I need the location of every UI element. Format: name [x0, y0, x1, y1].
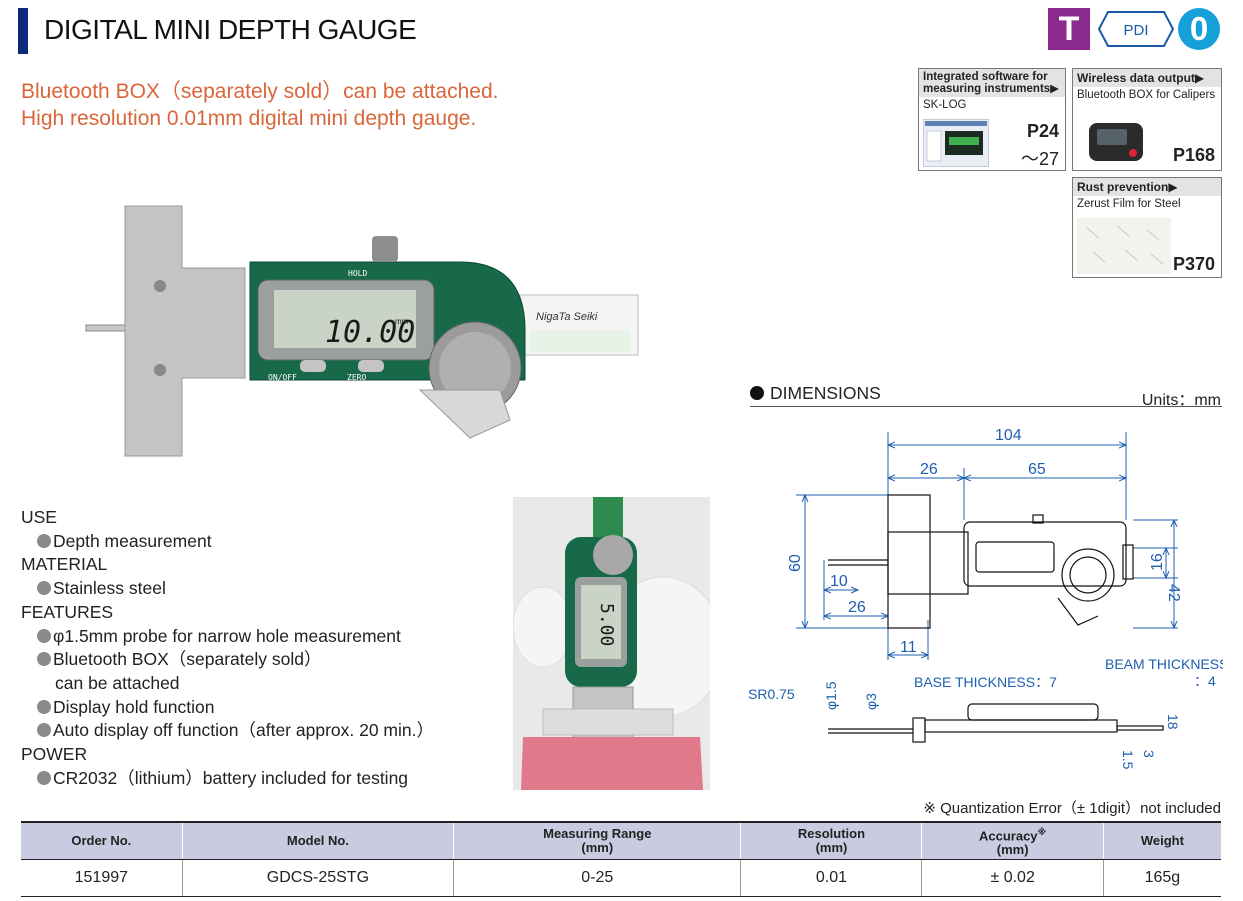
col-resolution: Resolution(mm) — [740, 821, 922, 860]
dim-26: 26 — [848, 599, 866, 616]
dim-26-top: 26 — [920, 461, 938, 478]
brand-text: NigaTa Seiki — [536, 311, 598, 323]
material-heading: MATERIAL — [21, 554, 108, 575]
dim-phi15: φ1.5 — [823, 681, 839, 710]
wireless-card-sub: Bluetooth BOX for Calipers — [1077, 89, 1216, 101]
dim-16: 16 — [1149, 553, 1166, 571]
use-item: Depth measurement — [21, 530, 434, 554]
feature-item: Bluetooth BOX（separately sold） — [21, 648, 434, 672]
cell-model-no: GDCS-25STG — [181, 859, 454, 897]
power-item: CR2032（lithium）battery included for test… — [21, 767, 434, 791]
software-card-heading: Integrated software for measuring instru… — [919, 69, 1065, 97]
cell-resolution: 0.01 — [740, 859, 922, 897]
spec-table: Order No. Model No. Measuring Range(mm) … — [21, 821, 1221, 897]
col-model-no: Model No. — [181, 821, 454, 860]
zero-icon: 0 — [1178, 8, 1220, 50]
dim-phi3: φ3 — [863, 693, 879, 710]
dim-104: 104 — [995, 427, 1022, 444]
lead-line-2: High resolution 0.01mm digital mini dept… — [21, 107, 477, 130]
feature-item: Auto display off function（after approx. … — [21, 719, 434, 743]
wireless-card-heading: Wireless data output▶ — [1073, 69, 1221, 87]
table-header-row: Order No. Model No. Measuring Range(mm) … — [21, 821, 1221, 860]
dim-65: 65 — [1028, 461, 1046, 478]
bluetooth-box-image — [1089, 123, 1143, 161]
rust-card-sub: Zerust Film for Steel — [1077, 198, 1181, 210]
lcd-value: 10.00 — [325, 315, 415, 350]
spec-list: USE Depth measurement MATERIAL Stainless… — [21, 506, 434, 790]
dimension-drawing: 104 26 65 60 10 26 11 16 42 SR0.75 φ1.5 … — [748, 427, 1223, 770]
page-title: DIGITAL MINI DEPTH GAUGE — [44, 14, 417, 45]
software-card-sub: SK-LOG — [923, 99, 967, 111]
quantization-note: ※ Quantization Error（± 1digit）not includ… — [923, 800, 1221, 817]
title-accent-bar — [18, 8, 28, 54]
dim-beam-2: ：4 — [1194, 673, 1216, 689]
feature-item: Display hold function — [21, 696, 434, 720]
dim-18: 18 — [1165, 714, 1181, 730]
hold-label: HOLD — [348, 269, 367, 278]
features-heading: FEATURES — [21, 601, 114, 622]
dim-sr: SR0.75 — [748, 686, 795, 702]
software-screenshot — [923, 119, 989, 167]
table-row: 151997 GDCS-25STG 0-25 0.01 ± 0.02 165g — [21, 859, 1221, 897]
wireless-card[interactable]: Wireless data output▶ Bluetooth BOX for … — [1072, 68, 1222, 171]
dimensions-rule — [750, 382, 1222, 407]
feature-item: φ1.5mm probe for narrow hole measurement — [21, 625, 434, 649]
feature-item-continuation: can be attached — [55, 672, 180, 693]
pdi-icon: PDI — [1098, 11, 1174, 47]
product-photo: NigaTa Seiki HOLD 10.00 mm ON/OFF ZERO — [85, 205, 639, 457]
use-heading: USE — [21, 507, 57, 527]
col-measuring-range: Measuring Range(mm) — [453, 821, 741, 860]
cell-weight: 165g — [1102, 859, 1221, 897]
lead-line-1: Bluetooth BOX（separately sold）can be att… — [21, 80, 499, 103]
col-order-no: Order No. — [21, 821, 183, 860]
cell-range: 0-25 — [453, 859, 741, 897]
wireless-card-page: P168 — [1172, 145, 1215, 165]
dim-11: 11 — [900, 639, 917, 656]
software-card[interactable]: Integrated software for measuring instru… — [918, 68, 1066, 171]
usage-photo-lcd: 5.00 — [596, 603, 617, 646]
zero-label: ZERO — [347, 373, 366, 382]
software-card-page: P24 — [1026, 121, 1059, 141]
material-item: Stainless steel — [21, 577, 434, 601]
dim-beam-1: BEAM THICKNESS — [1105, 656, 1223, 672]
t-icon: T — [1048, 8, 1090, 50]
dimensions-units: Units：mm — [1141, 392, 1221, 409]
zerust-film-image — [1077, 218, 1171, 274]
dim-15: 1.5 — [1120, 750, 1136, 770]
dim-base: BASE THICKNESS：7 — [914, 674, 1057, 690]
dim-3: 3 — [1141, 750, 1157, 758]
lcd-unit: mm — [395, 317, 409, 326]
dim-10: 10 — [830, 573, 848, 590]
dimensions-title: DIMENSIONS — [750, 383, 881, 404]
software-card-page-range: ～27 — [1020, 149, 1059, 169]
onoff-label: ON/OFF — [268, 373, 297, 382]
dim-42: 42 — [1165, 584, 1182, 602]
cell-accuracy: ± 0.02 — [921, 859, 1104, 897]
dim-60: 60 — [787, 554, 804, 572]
rust-card-page: P370 — [1172, 254, 1215, 274]
col-weight: Weight — [1102, 821, 1221, 860]
usage-photo: 5.00 — [513, 497, 710, 790]
rust-card[interactable]: Rust prevention▶ Zerust Film for Steel P… — [1072, 177, 1222, 278]
col-accuracy: Accuracy※(mm) — [921, 821, 1104, 860]
pdi-label: PDI — [1123, 22, 1148, 39]
rust-card-heading: Rust prevention▶ — [1073, 178, 1221, 196]
power-heading: POWER — [21, 744, 88, 765]
cell-order-no: 151997 — [21, 859, 183, 897]
